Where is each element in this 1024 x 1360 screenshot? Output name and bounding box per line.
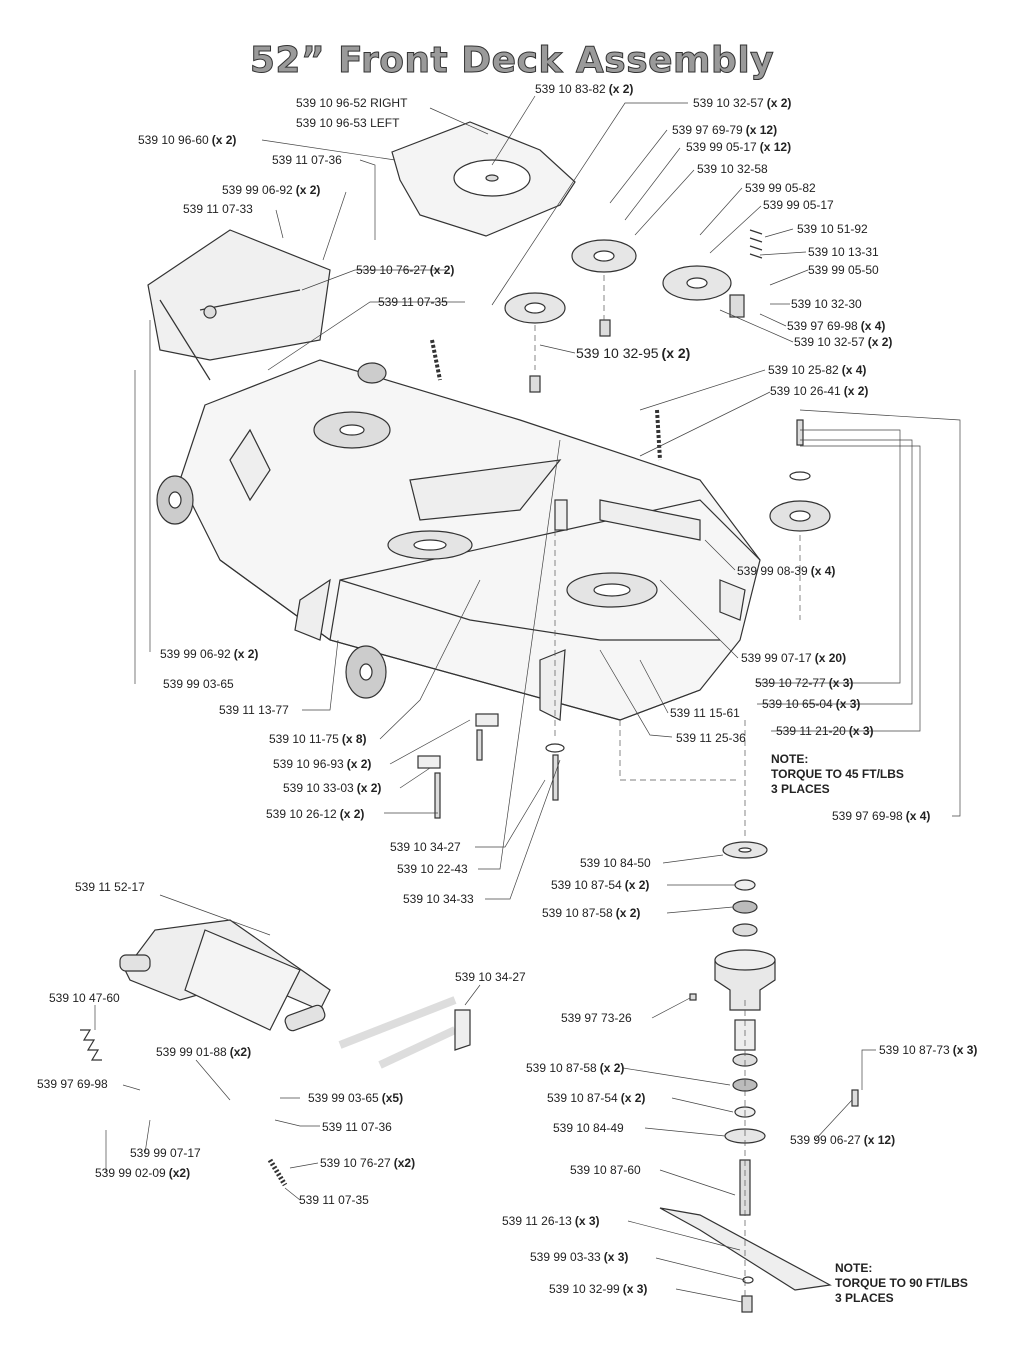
part-label: 539 11 13-77 [219, 703, 289, 717]
part-label: 539 10 84-49 [553, 1121, 624, 1135]
part-label: 539 11 26-13(x 3) [502, 1214, 600, 1228]
part-label: 539 99 06-92(x 2) [160, 647, 259, 661]
part-label: 539 97 69-79(x 12) [672, 123, 778, 137]
part-label: 539 99 08-39(x 4) [737, 564, 836, 578]
part-label: 539 10 76-27(x2) [320, 1156, 416, 1170]
part-label: 539 11 07-36 [272, 153, 342, 167]
part-label: 539 10 32-58 [697, 162, 768, 176]
part-label: 539 99 03-33(x 3) [530, 1250, 629, 1264]
part-label: 539 99 05-17(x 12) [686, 140, 792, 154]
discharge-chute [147, 229, 331, 381]
part-label: 539 10 32-57(x 2) [794, 335, 893, 349]
mower-deck [179, 359, 761, 721]
spindle-pulley [769, 419, 831, 532]
part-label: 539 99 01-88(x2) [156, 1045, 252, 1059]
part-label: 539 10 72-77(x 3) [755, 676, 854, 690]
torque-note-45: NOTE: TORQUE TO 45 FT/LBS 3 PLACES [771, 752, 904, 796]
part-label: 539 99 05-50 [808, 263, 879, 277]
part-label: 539 11 07-36 [322, 1120, 392, 1134]
part-label: 539 99 05-17 [763, 198, 834, 212]
part-label: 539 10 34-27 [390, 840, 461, 854]
part-label: 539 11 07-35 [299, 1193, 369, 1207]
idler-pulleys [504, 229, 763, 393]
part-label: 539 10 47-60 [49, 991, 120, 1005]
part-label: 539 99 07-17(x 20) [741, 651, 847, 665]
part-label: 539 11 07-33 [183, 202, 253, 216]
part-label: 539 11 07-35 [378, 295, 448, 309]
deck-lift-arm [80, 919, 471, 1069]
part-label: 539 99 03-65 [163, 677, 234, 691]
spindle-assembly [659, 841, 859, 1313]
part-label: 539 10 25-82(x 4) [768, 363, 867, 377]
part-label: 539 10 26-12(x 2) [266, 807, 365, 821]
part-label: 539 10 87-73(x 3) [879, 1043, 978, 1057]
part-label: 539 10 32-30 [791, 297, 862, 311]
part-label: 539 10 84-50 [580, 856, 651, 870]
part-label: 539 10 96-93(x 2) [273, 757, 372, 771]
torque-note-90: NOTE: TORQUE TO 90 FT/LBS 3 PLACES [835, 1261, 968, 1305]
part-label: 539 10 65-04(x 3) [762, 697, 861, 711]
part-label: 539 10 51-92 [797, 222, 868, 236]
part-label: 539 10 32-99(x 3) [549, 1282, 648, 1296]
part-label: 539 10 96-53 LEFT [296, 116, 400, 130]
part-label: 539 97 69-98(x 4) [832, 809, 931, 823]
part-label: 539 99 03-65(x5) [308, 1091, 404, 1105]
part-label: 539 11 15-61 [670, 706, 740, 720]
part-label: 539 10 96-52 RIGHT [296, 96, 408, 110]
part-label: 539 10 83-82(x 2) [535, 82, 634, 96]
caster-wheels [156, 362, 387, 699]
part-label: 539 11 52-17 [75, 880, 145, 894]
belt-cover [391, 121, 576, 237]
part-label: 539 10 76-27(x 2) [356, 263, 455, 277]
part-label: 539 99 06-92(x 2) [222, 183, 321, 197]
part-label: 539 99 06-27(x 12) [790, 1133, 896, 1147]
part-label: 539 10 34-27 [455, 970, 526, 984]
part-label: 539 10 87-60 [570, 1163, 641, 1177]
part-label: 539 10 87-54(x 2) [547, 1091, 646, 1105]
part-label: 539 10 87-54(x 2) [551, 878, 650, 892]
part-label: 539 99 05-82 [745, 181, 816, 195]
part-label: 539 97 69-98(x 4) [787, 319, 886, 333]
part-label: 539 10 96-60(x 2) [138, 133, 237, 147]
part-label: 539 10 11-75(x 8) [269, 732, 367, 746]
part-label: 539 10 87-58(x 2) [526, 1061, 625, 1075]
part-label: 539 10 87-58(x 2) [542, 906, 641, 920]
part-label: 539 10 34-33 [403, 892, 474, 906]
diagram-title: 52” Front Deck Assembly [249, 40, 775, 82]
part-label: 539 99 02-09(x2) [95, 1166, 191, 1180]
part-label: 539 97 73-26 [561, 1011, 632, 1025]
part-label: 539 10 13-31 [808, 245, 879, 259]
leader-lines [94, 95, 961, 1303]
part-label: 539 10 22-43 [397, 862, 468, 876]
part-label: 539 11 21-20(x 3) [776, 724, 874, 738]
part-label: 539 99 07-17 [130, 1146, 201, 1160]
part-label: 539 10 32-95(x 2) [576, 345, 691, 361]
hardware [417, 499, 568, 819]
chain-links [267, 339, 662, 1187]
part-label: 539 10 32-57(x 2) [693, 96, 792, 110]
assembly-lines [534, 275, 801, 1300]
part-label: 539 11 25-36 [676, 731, 746, 745]
part-label: 539 97 69-98 [37, 1077, 108, 1091]
part-label: 539 10 26-41(x 2) [770, 384, 869, 398]
part-label: 539 10 33-03(x 2) [283, 781, 382, 795]
